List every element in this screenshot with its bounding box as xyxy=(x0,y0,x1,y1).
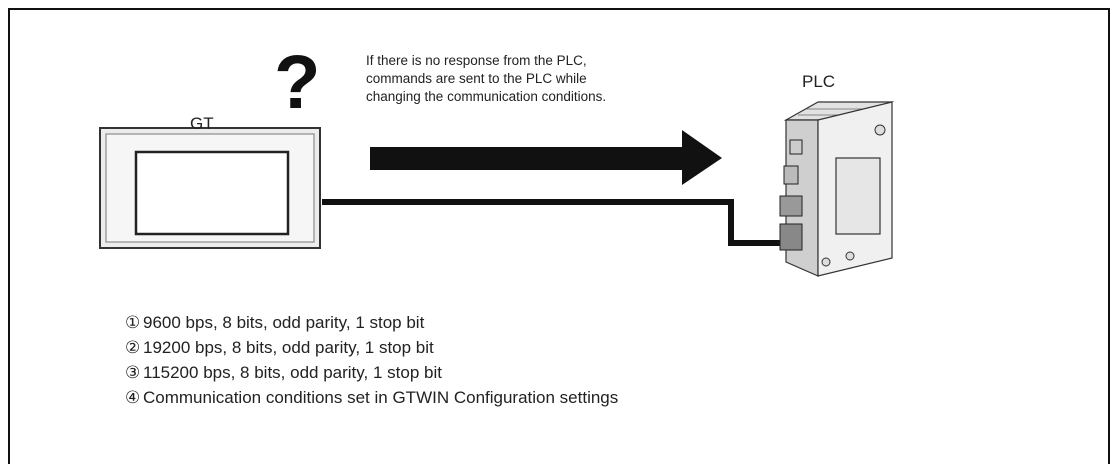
condition-text: 115200 bps, 8 bits, odd parity, 1 stop b… xyxy=(143,363,442,382)
condition-text: Communication conditions set in GTWIN Co… xyxy=(143,388,619,407)
condition-number: ① xyxy=(125,313,141,332)
note-line: changing the communication conditions. xyxy=(366,89,607,104)
question-mark-icon: ? xyxy=(274,40,320,125)
note-line: If there is no response from the PLC, xyxy=(366,53,587,68)
plc-label: PLC xyxy=(802,72,836,91)
gt-label: GT xyxy=(190,114,214,133)
condition-text: 19200 bps, 8 bits, odd parity, 1 stop bi… xyxy=(143,338,434,357)
command-arrow-icon xyxy=(370,130,722,185)
retry-note: If there is no response from the PLC, co… xyxy=(366,52,606,106)
gt-panel xyxy=(99,127,321,249)
condition-number: ② xyxy=(125,338,141,357)
diagram-frame xyxy=(8,8,1110,464)
condition-number: ④ xyxy=(125,388,141,407)
communication-cable xyxy=(322,199,788,246)
condition-text: 9600 bps, 8 bits, odd parity, 1 stop bit xyxy=(143,313,425,332)
note-line: commands are sent to the PLC while xyxy=(366,71,587,86)
plc-unit-icon xyxy=(779,101,895,277)
condition-number: ③ xyxy=(125,363,141,382)
